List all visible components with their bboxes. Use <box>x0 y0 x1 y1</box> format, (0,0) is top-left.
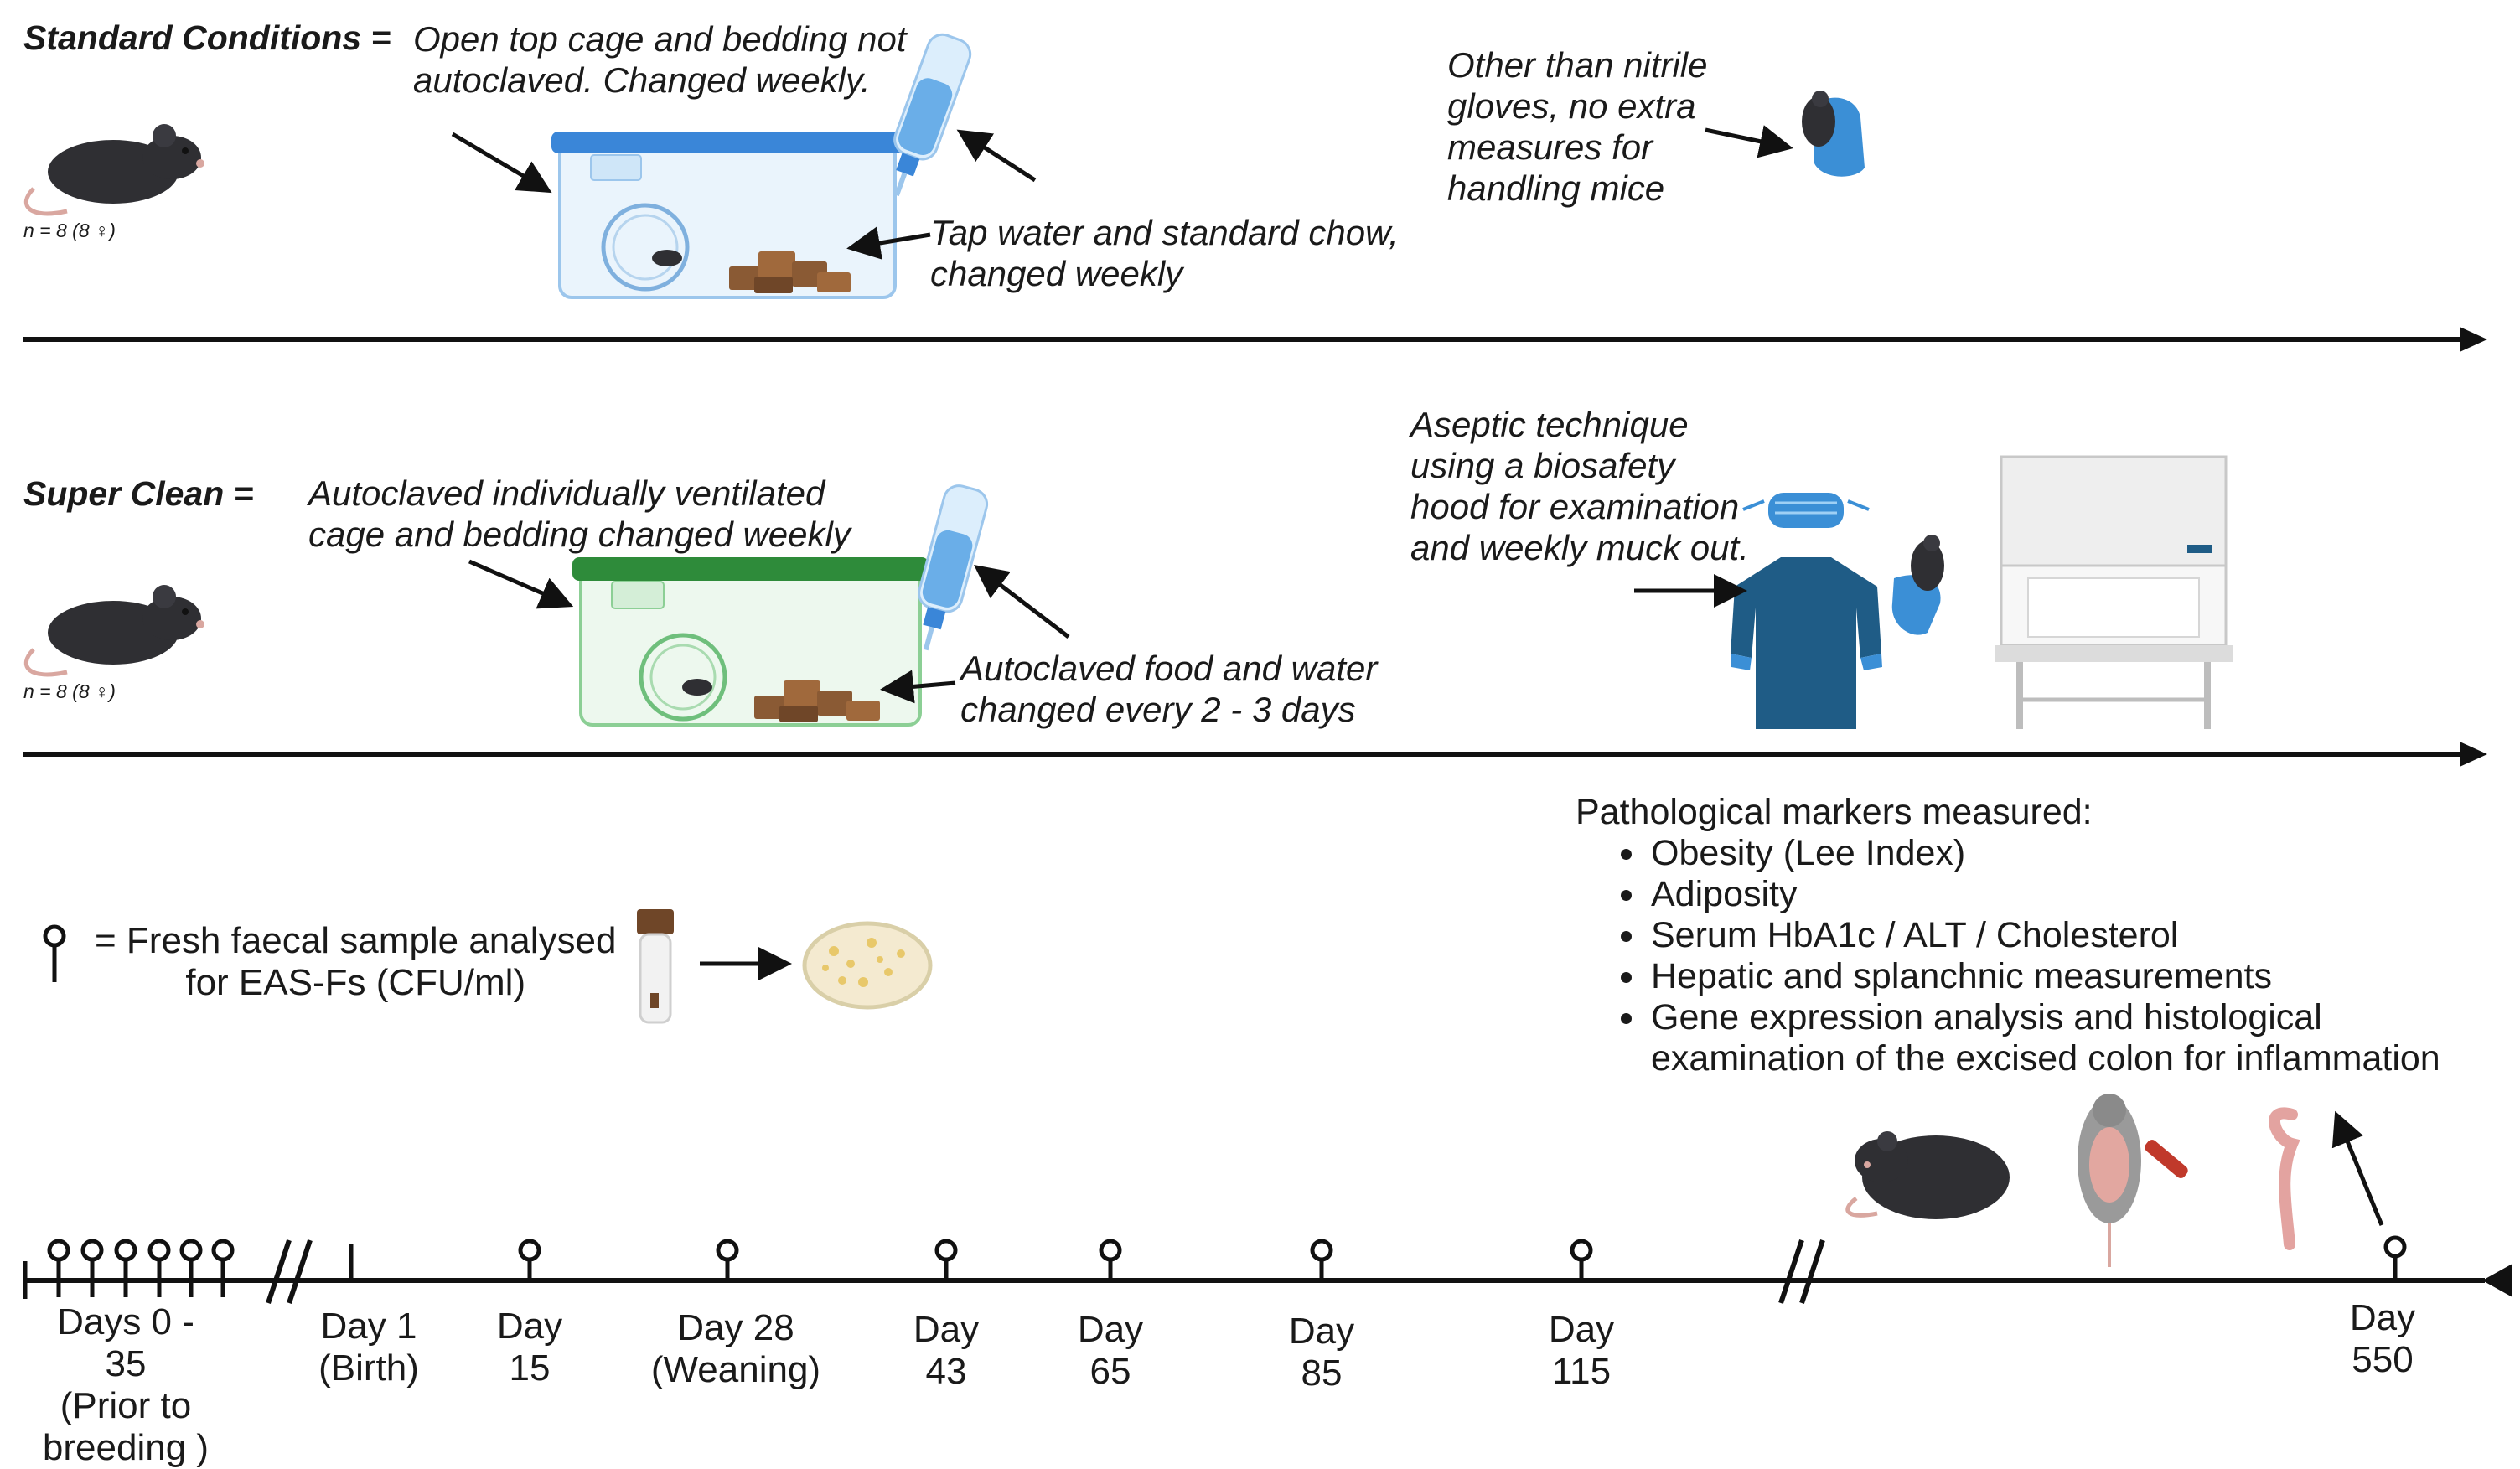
marker-item: Obesity (Lee Index) <box>1648 833 2497 874</box>
mouse-icon-2 <box>23 585 204 677</box>
marker-item: Gene expression analysis and histologica… <box>1648 997 2497 1079</box>
superclean-cage-note: Autoclaved individually ventilated cage … <box>308 473 851 554</box>
standard-cage-note: Open top cage and bedding not autoclaved… <box>413 19 907 100</box>
superclean-aseptic-note: Aseptic technique using a biosafety hood… <box>1410 405 1749 567</box>
legend-text: = Fresh faecal sample analysed for EAS-F… <box>95 920 617 1003</box>
divider-arrow-2 <box>23 742 2487 767</box>
timeline-axis <box>23 1239 2512 1304</box>
face-mask-icon <box>1742 493 1870 528</box>
standard-title: Standard Conditions = <box>23 18 391 57</box>
marker-item: Adiposity <box>1648 874 2497 915</box>
timeline-label-day-43: Day 43 <box>913 1309 980 1392</box>
biosafety-hood-icon <box>1995 455 2233 729</box>
timeline-label-day-550: Day 550 <box>2349 1297 2416 1380</box>
markers-panel: Pathological markers measured: Obesity (… <box>1576 792 2497 1079</box>
superclean-title: Super Clean = <box>23 474 254 513</box>
superclean-food-note: Autoclaved food and water changed every … <box>960 649 1378 729</box>
superclean-n-label: n = 8 (8 ♀) <box>23 680 116 702</box>
marker-item: Hepatic and splanchnic measurements <box>1648 956 2497 997</box>
timeline-label-day-85: Day 85 <box>1288 1311 1355 1394</box>
standard-handling-note: Other than nitrile gloves, no extra meas… <box>1447 45 1708 208</box>
timeline-label-day-1: Day 1 (Birth) <box>318 1306 419 1389</box>
timeline-label-days-0-35: Days 0 - 35 (Prior to breeding ) <box>42 1301 210 1468</box>
lab-gown-icon <box>1731 557 1882 729</box>
timeline-label-day-65: Day 65 <box>1077 1309 1144 1392</box>
dissected-mouse-icon <box>2078 1094 2188 1267</box>
colon-icon <box>2269 1107 2300 1250</box>
obese-mouse-icon <box>1845 1131 2010 1219</box>
marker-item: Serum HbA1c / ALT / Cholesterol <box>1648 915 2497 956</box>
standard-n-label: n = 8 (8 ♀) <box>23 220 116 241</box>
markers-heading: Pathological markers measured: <box>1576 792 2093 832</box>
standard-food-note: Tap water and standard chow, changed wee… <box>930 213 1399 293</box>
timeline-label-day-15: Day 15 <box>496 1306 563 1389</box>
ventilated-cage-icon <box>572 484 989 727</box>
timeline-pins <box>47 1235 2407 1297</box>
mouse-icon <box>23 124 204 216</box>
gloved-hand-icon <box>1802 91 1865 177</box>
timeline-label-day-115: Day 115 <box>1548 1309 1615 1392</box>
gloved-hand-icon-2 <box>1891 535 1944 635</box>
timeline-label-day-28: Day 28 (Weaning) <box>650 1307 821 1390</box>
sample-tube-icon <box>637 909 674 1024</box>
petri-dish-icon <box>802 921 933 1010</box>
open-cage-icon <box>551 33 972 299</box>
markers-list: Obesity (Lee Index) Adiposity Serum HbA1… <box>1576 833 2497 1079</box>
divider-arrow-1 <box>23 327 2487 352</box>
sample-pin-icon <box>43 924 66 982</box>
diagram-canvas <box>23 33 2512 1304</box>
